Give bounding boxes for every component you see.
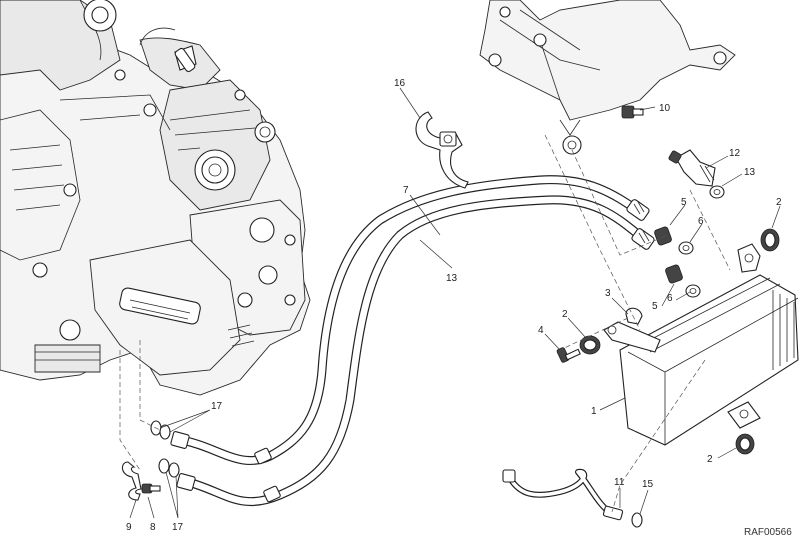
callout-1: 1	[591, 406, 597, 417]
oil-cooler-1	[603, 243, 799, 446]
callout-10: 10	[659, 103, 671, 114]
bolt-4	[556, 347, 581, 363]
callout-16: 16	[394, 78, 406, 89]
callout-6a: 6	[698, 216, 704, 227]
frame-section	[479, 0, 736, 155]
bolt-8	[141, 483, 161, 494]
callout-5b: 5	[652, 301, 658, 312]
grommet-2-left	[579, 335, 601, 355]
callout-6b: 6	[667, 293, 673, 304]
callout-13: 13	[744, 167, 756, 178]
bolt-10	[621, 105, 644, 119]
callout-14: 13	[446, 273, 458, 284]
callout-11: 11	[614, 477, 625, 488]
assembly-guide-lines	[119, 134, 731, 513]
grommet-2-top	[760, 228, 780, 252]
clamp-15	[631, 512, 643, 528]
clip-3	[625, 307, 643, 325]
callout-17b: 17	[172, 522, 184, 533]
callout-12: 12	[729, 148, 741, 159]
callout-labels: 16 7 13 10 12 13 5 6 2 3 5 6 2 4 1 2 11 …	[126, 78, 782, 533]
pipe-11	[502, 468, 624, 521]
callout-2a: 2	[776, 197, 782, 208]
engine-assembly	[0, 0, 311, 396]
callout-4: 4	[538, 325, 544, 336]
callout-2c: 2	[707, 454, 713, 465]
temperature-sensor-12	[668, 149, 716, 187]
callout-8: 8	[150, 522, 156, 533]
fittings-5	[654, 226, 683, 284]
leader-lines	[129, 87, 781, 519]
callout-9: 9	[126, 522, 132, 533]
callout-2b: 2	[562, 309, 568, 320]
grommet-2-bottom	[735, 433, 755, 455]
callout-17a: 17	[211, 401, 223, 412]
clip-9	[121, 461, 142, 501]
callout-15: 15	[642, 479, 654, 490]
hose-clip-16	[415, 111, 469, 189]
callout-7: 7	[403, 185, 409, 196]
hose-fittings	[170, 199, 655, 503]
drawing-reference-code: RAF00566	[744, 527, 792, 538]
washers-6	[678, 241, 701, 298]
callout-3: 3	[605, 288, 611, 299]
callout-5a: 5	[681, 197, 687, 208]
washer-13	[709, 185, 725, 199]
